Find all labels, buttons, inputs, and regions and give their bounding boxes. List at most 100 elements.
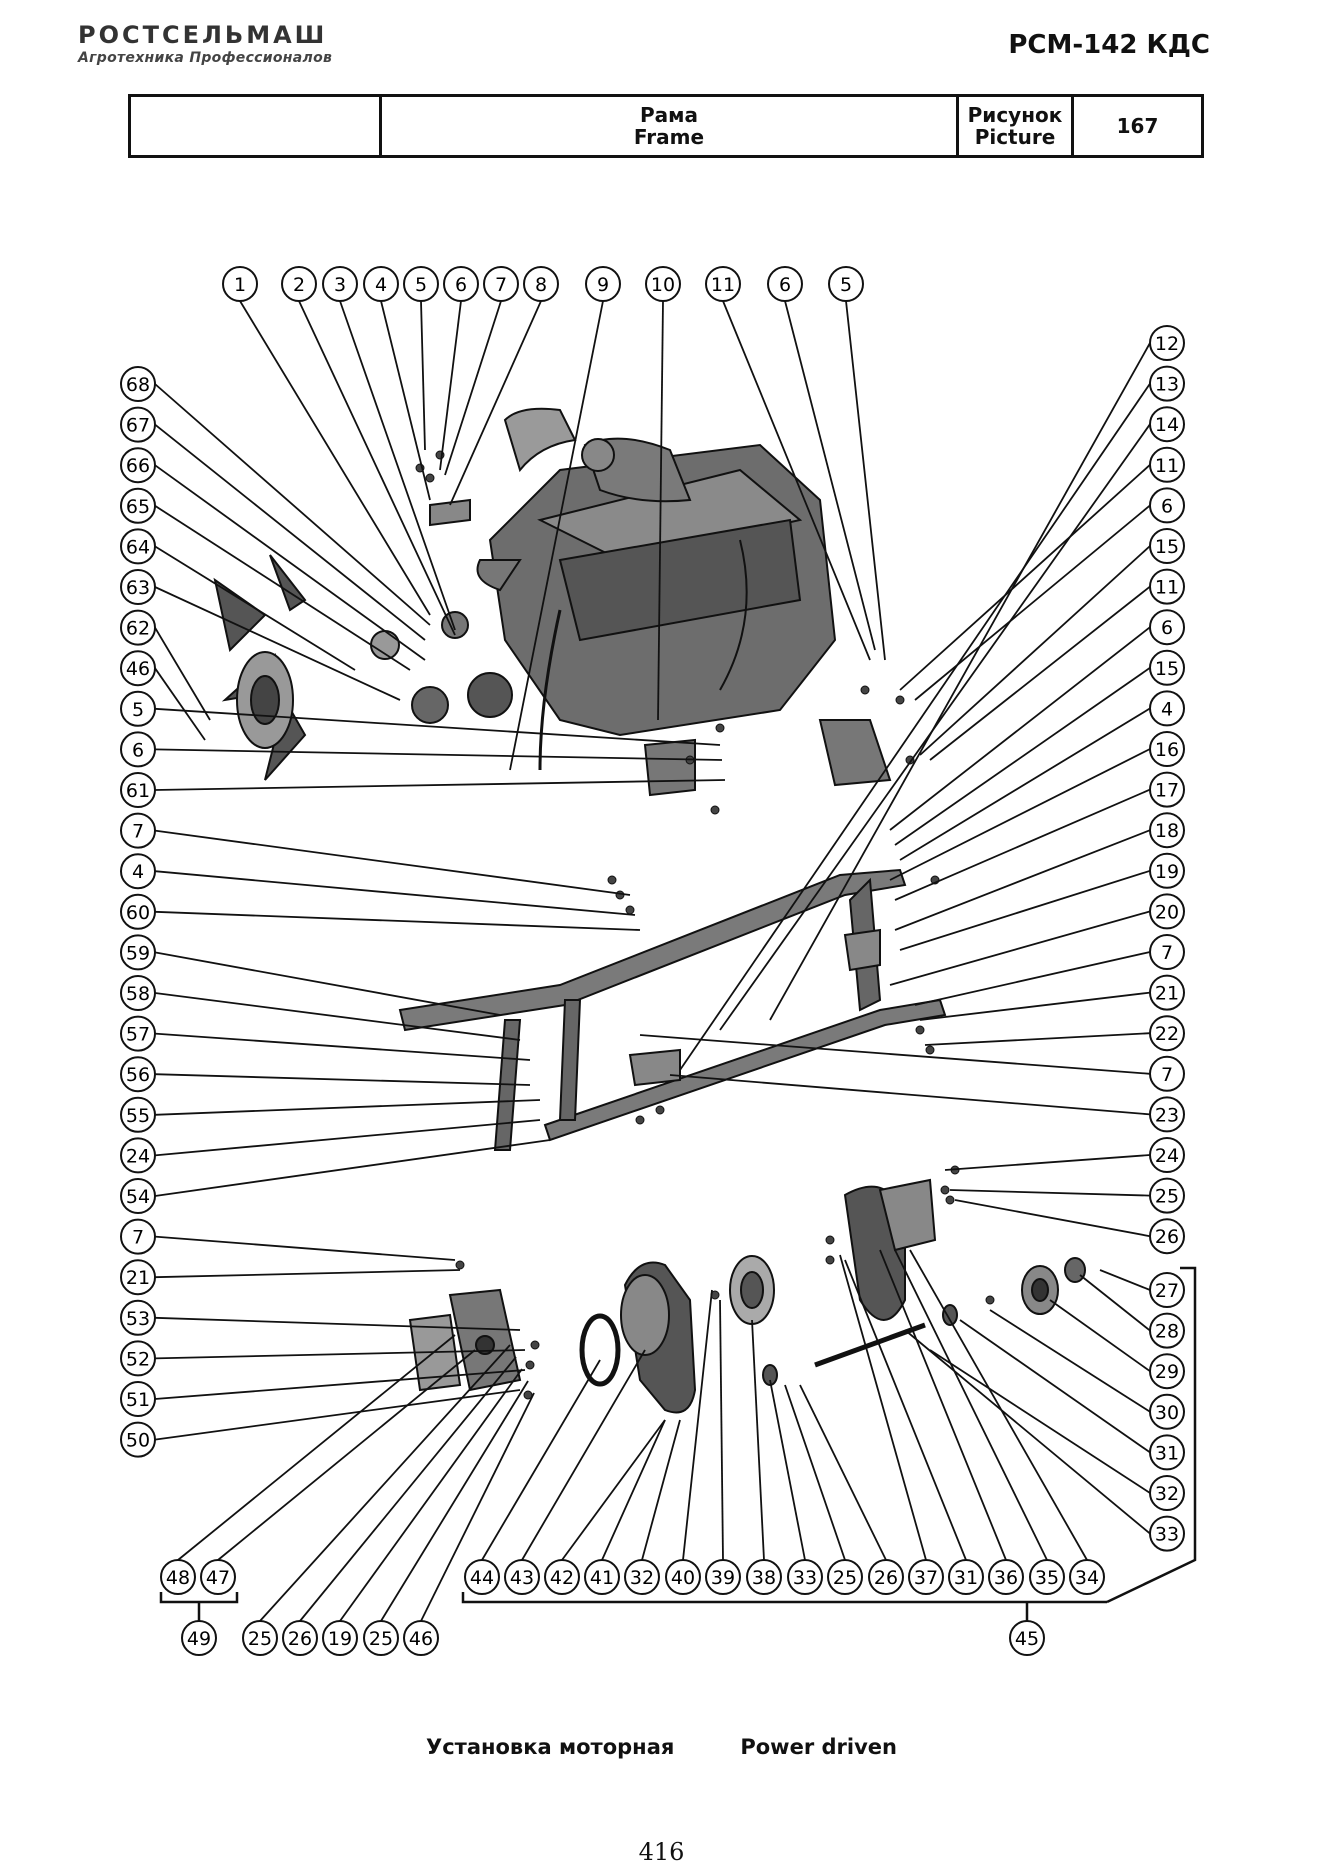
- callout-right-10: 16: [1149, 731, 1185, 767]
- callout-label: 46: [409, 1628, 433, 1650]
- leader-line: [449, 300, 542, 506]
- callout-label: 26: [1155, 1226, 1179, 1248]
- callout-bottom-right-9: 25: [827, 1559, 863, 1595]
- leader-line: [154, 1073, 531, 1086]
- callout-label: 6: [455, 274, 467, 296]
- callout-left-17: 56: [120, 1056, 156, 1093]
- callout-label: 55: [126, 1105, 150, 1127]
- callout-left-4: 64: [120, 528, 156, 565]
- callout-label: 40: [671, 1567, 695, 1589]
- callout-label: 22: [1155, 1023, 1179, 1045]
- leader-line: [420, 1392, 535, 1622]
- page-number: 416: [638, 1838, 685, 1866]
- leader-line: [154, 707, 721, 746]
- caption-ru: Установка моторная: [426, 1735, 675, 1759]
- leader-line: [899, 707, 1151, 861]
- callout-top-6: 7: [483, 266, 519, 302]
- leader-line: [889, 626, 1151, 831]
- callout-label: 7: [1161, 942, 1173, 964]
- callout-label: 4: [132, 861, 144, 883]
- leader-line: [799, 1384, 887, 1561]
- callout-label: 53: [126, 1308, 150, 1330]
- callout-label: 6: [1161, 495, 1173, 517]
- leader-line: [769, 342, 1151, 1021]
- callout-top-11: 6: [767, 266, 803, 302]
- leader-line: [154, 1032, 531, 1061]
- leader-line: [154, 748, 723, 761]
- callout-label: 39: [711, 1567, 735, 1589]
- leader-line: [909, 1249, 1088, 1561]
- leader-line: [669, 1074, 1151, 1116]
- section-title-en: Frame: [633, 125, 705, 149]
- callout-label: 11: [711, 274, 735, 296]
- leader-line: [154, 667, 206, 741]
- leader-line: [601, 1419, 666, 1561]
- callout-label: 21: [126, 1267, 150, 1289]
- leader-line: [894, 667, 1151, 846]
- leader-line: [889, 910, 1151, 986]
- leader-line: [914, 951, 1151, 1006]
- leader-line: [154, 779, 726, 791]
- section-title-cell: Рама Frame: [379, 97, 956, 155]
- callout-label: 30: [1155, 1402, 1179, 1424]
- figure-caption: Установка моторная Power driven: [0, 1735, 1323, 1759]
- callout-label: 7: [132, 821, 144, 843]
- fan-housing-illustration: [579, 1255, 775, 1414]
- leader-line: [899, 464, 1151, 691]
- callout-left-26: 50: [120, 1421, 156, 1458]
- callout-bottom-right-15: 34: [1069, 1559, 1105, 1595]
- callout-label: 6: [1161, 617, 1173, 639]
- leader-line: [641, 1419, 681, 1561]
- callout-label: 4: [375, 274, 387, 296]
- callout-bottom-left-0: 48: [160, 1559, 196, 1595]
- callout-left-12: 4: [120, 853, 156, 890]
- leader-line: [844, 1259, 967, 1561]
- callout-label: 26: [874, 1567, 898, 1589]
- callout-left-5: 63: [120, 569, 156, 605]
- callout-right-lower-3: 30: [1149, 1393, 1185, 1430]
- leader-line: [894, 788, 1151, 901]
- callout-left-11: 7: [120, 812, 156, 849]
- callout-right-20: 24: [1149, 1137, 1185, 1173]
- leader-line: [380, 1380, 529, 1622]
- callout-label: 6: [132, 739, 144, 761]
- leader-line: [784, 1384, 846, 1561]
- leader-line: [722, 300, 871, 661]
- leader-line: [154, 1235, 456, 1261]
- leader-line: [420, 300, 426, 451]
- callout-label: 43: [510, 1567, 534, 1589]
- frame-illustration: [398, 868, 947, 1151]
- callout-right-lower-6: 33: [1149, 1515, 1185, 1552]
- callout-label: 21: [1155, 983, 1179, 1005]
- callout-label: 41: [590, 1567, 614, 1589]
- leader-line: [154, 464, 426, 661]
- callout-label: 1: [234, 274, 246, 296]
- callout-right-11: 17: [1149, 771, 1185, 808]
- callout-left-18: 55: [120, 1096, 156, 1133]
- callout-right-15: 7: [1149, 934, 1185, 970]
- callout-bottom-left-group-0: 49: [181, 1620, 217, 1656]
- leader-line: [919, 991, 1151, 1021]
- callout-bottom-right-12: 31: [948, 1559, 984, 1595]
- callout-left-21: 7: [120, 1218, 156, 1255]
- callout-top-1: 2: [281, 266, 317, 302]
- callout-left-20: 54: [120, 1178, 156, 1214]
- callout-bottom-right-1: 43: [504, 1559, 540, 1595]
- callout-label: 50: [126, 1430, 150, 1452]
- leader-line: [919, 545, 1151, 756]
- leader-line: [154, 1269, 461, 1279]
- callout-label: 15: [1155, 536, 1179, 558]
- figure-label-en: Picture: [974, 125, 1056, 149]
- leader-line: [239, 300, 431, 616]
- callout-label: 3: [334, 274, 346, 296]
- callout-label: 6: [779, 274, 791, 296]
- callout-label: 11: [1155, 577, 1179, 599]
- callout-right-14: 20: [1149, 893, 1185, 930]
- callout-label: 33: [1155, 1524, 1179, 1546]
- callout-label: 57: [126, 1024, 150, 1046]
- callout-right-lower-0: 27: [1149, 1272, 1185, 1308]
- callout-left-19: 24: [120, 1137, 156, 1174]
- callout-right-0: 12: [1149, 325, 1185, 361]
- leader-line: [298, 300, 456, 636]
